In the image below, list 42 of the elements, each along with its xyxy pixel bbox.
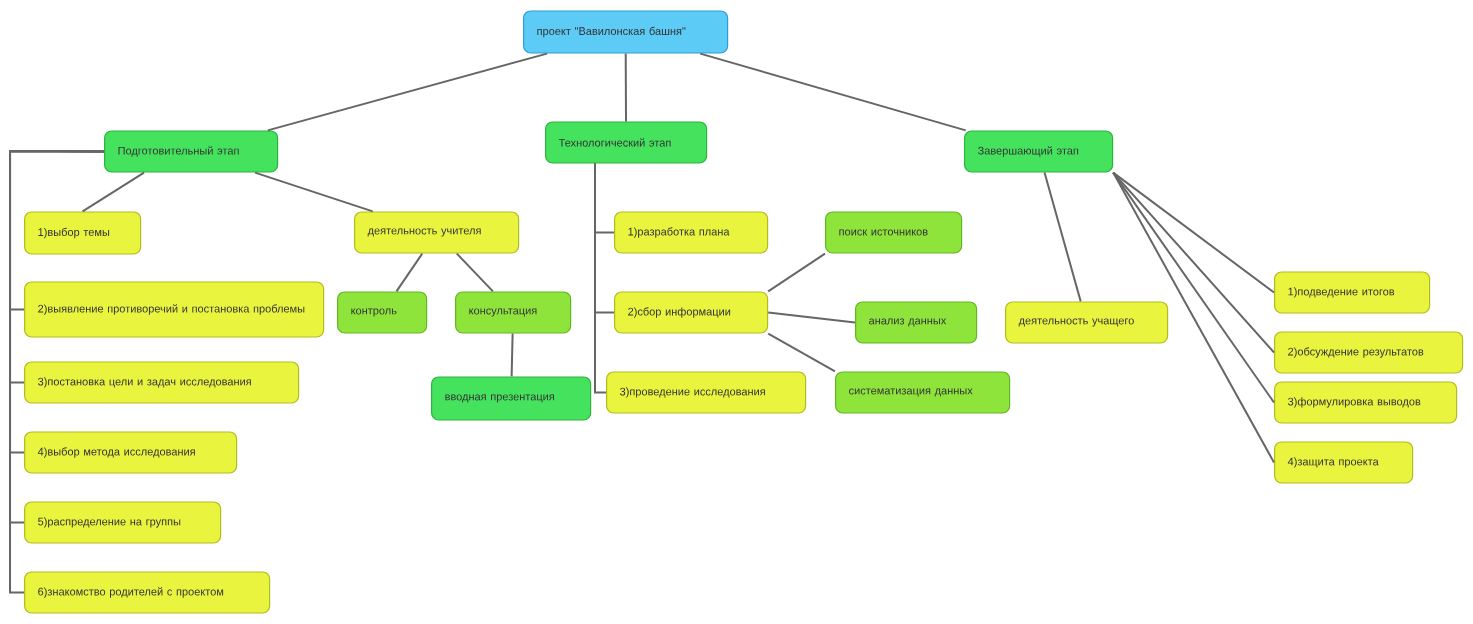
concept-box: 3)проведение исследования	[606, 371, 807, 414]
connector-line	[1043, 171, 1082, 303]
concept-box: 6)знакомство родителей с проектом	[24, 571, 271, 614]
concept-box: 4)выбор метода исследования	[24, 431, 238, 474]
concept-box: Подготовительный этап	[104, 130, 279, 173]
concept-box: проект "Вавилонская башня"	[523, 10, 729, 54]
connector-line	[699, 52, 967, 132]
connector-line	[9, 150, 105, 594]
concept-box: 5)распределение на группы	[24, 501, 222, 544]
connector-line	[395, 252, 424, 293]
connector-line	[254, 171, 374, 213]
connector-line	[767, 311, 856, 324]
concept-box: контроль	[337, 291, 428, 334]
connector-line	[624, 52, 627, 123]
concept-box: Технологический этап	[545, 121, 708, 164]
concept-box: 3)постановка цели и задач исследования	[24, 361, 300, 404]
concept-box: 2)выявление противоречий и постановка проблемы	[24, 281, 325, 338]
concept-box: 3)формулировка выводов	[1274, 381, 1458, 424]
connector-line	[1112, 171, 1275, 294]
concept-box: деятельность учителя	[354, 211, 520, 254]
concept-box: 4)защита проекта	[1274, 441, 1414, 484]
concept-box: 2)обсуждение результатов	[1274, 331, 1464, 374]
concept-box: консультация	[455, 291, 572, 334]
concept-box: поиск источников	[825, 211, 963, 254]
concept-box: систематизация данных	[835, 371, 1011, 414]
connector-line	[594, 162, 607, 394]
concept-box: 1)выбор темы	[24, 211, 142, 255]
concept-box: деятельность учащего	[1005, 301, 1169, 344]
connector-line	[767, 252, 826, 293]
connector-line	[1112, 171, 1275, 404]
connector-line	[767, 332, 836, 373]
concept-box: Завершающий этап	[964, 130, 1114, 173]
concept-box: анализ данных	[855, 301, 978, 344]
concept-box: 1)подведение итогов	[1274, 271, 1431, 314]
connector-line	[81, 171, 145, 213]
connector-line	[1112, 171, 1275, 464]
concept-box: вводная презентация	[431, 376, 592, 421]
connector-line	[266, 52, 549, 132]
concept-box: 1)разработка плана	[614, 211, 769, 254]
concept-box: 2)сбор информации	[614, 291, 769, 334]
connector-line	[510, 332, 514, 378]
connector-line	[455, 252, 494, 293]
